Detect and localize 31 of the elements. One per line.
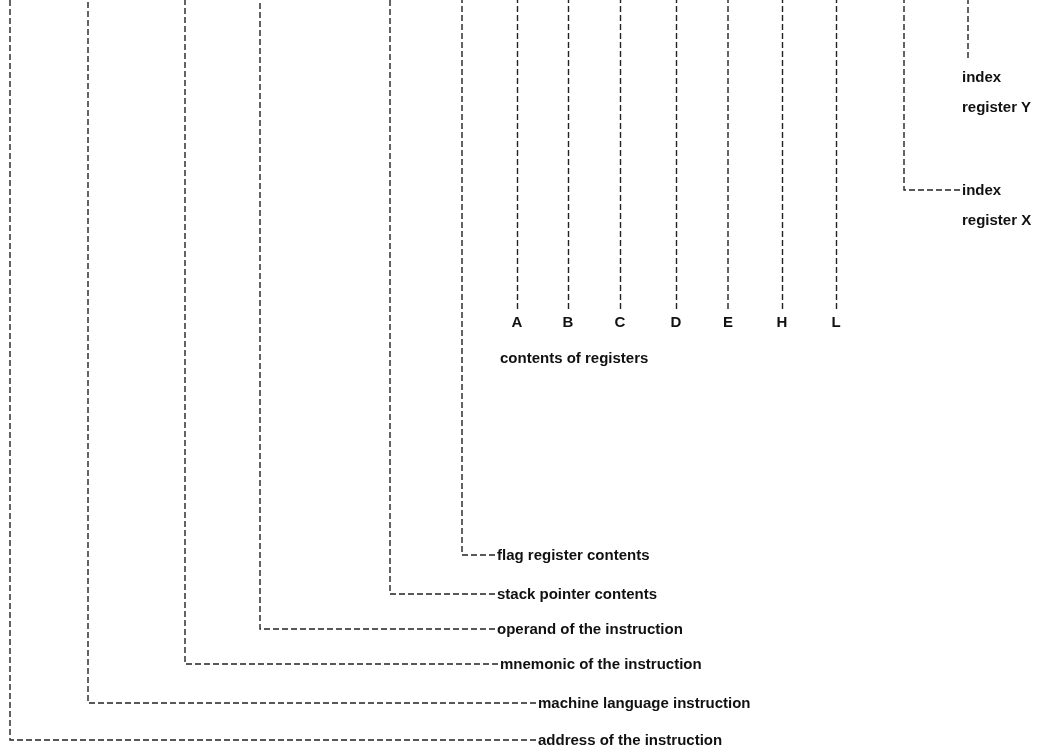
leader-line bbox=[835, 0, 838, 310]
register-letter: H bbox=[776, 313, 788, 331]
register-letter: E bbox=[723, 313, 733, 331]
group-caption: contents of registers bbox=[500, 349, 649, 367]
annotation-text: flag register contents bbox=[497, 546, 650, 564]
annotation-text: mnemonic of the instruction bbox=[500, 655, 702, 673]
register-letter: B bbox=[562, 313, 574, 331]
leader-line bbox=[9, 0, 537, 741]
leader-line bbox=[259, 0, 496, 630]
leader-line bbox=[903, 0, 961, 191]
leader-line bbox=[727, 0, 729, 310]
leader-line bbox=[781, 0, 784, 310]
leader-line bbox=[516, 0, 519, 310]
annotation-text: machine language instruction bbox=[538, 694, 751, 712]
annotation-text: index register X bbox=[962, 175, 1037, 235]
leader-line bbox=[619, 0, 622, 310]
leader-line bbox=[567, 0, 570, 310]
leader-line bbox=[87, 0, 537, 704]
register-letter: D bbox=[670, 313, 682, 331]
leader-line bbox=[675, 0, 678, 310]
annotation-text: operand of the instruction bbox=[497, 620, 683, 638]
register-letter: C bbox=[614, 313, 626, 331]
leader-line bbox=[967, 0, 969, 59]
annotation-text: index register Y bbox=[962, 62, 1037, 122]
leader-line bbox=[184, 0, 499, 665]
annotation-text: address of the instruction bbox=[538, 731, 723, 749]
register-letter: L bbox=[831, 313, 841, 331]
leader-line bbox=[461, 0, 496, 556]
register-letter: A bbox=[511, 313, 523, 331]
leader-line bbox=[389, 0, 496, 595]
annotation-text: stack pointer contents bbox=[497, 585, 658, 603]
